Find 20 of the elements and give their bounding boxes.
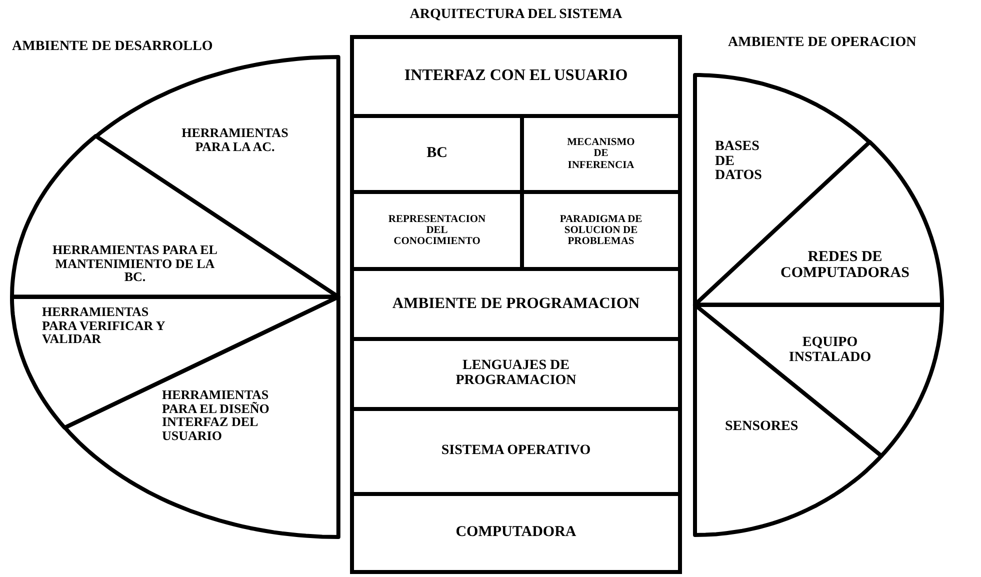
layer-label: MECANISMO DE INFERENCIA — [566, 137, 636, 171]
layer-label: COMPUTADORA — [456, 525, 576, 541]
sector-label: EQUIPO INSTALADO — [788, 336, 872, 366]
sector-label: HERRAMIENTAS PARA VERIFICAR Y VALIDAR — [42, 305, 166, 346]
sector-label: HERRAMIENTAS PARA EL DISEÑO INTERFAZ DEL USUARIO — [162, 388, 270, 443]
layer-label: PARADIGMA DE SOLUCION DE PROBLEMAS — [558, 214, 644, 248]
layer-label: BC — [426, 146, 448, 162]
layer-label: AMBIENTE DE PROGRAMACION — [392, 296, 640, 312]
sector-label: BASES DE DATOS — [715, 140, 763, 184]
sector-label: HERRAMIENTAS PARA EL MANTENIMIENTO DE LA BC. — [52, 242, 218, 284]
layer-label: SISTEMA OPERATIVO — [441, 444, 591, 459]
sector-label: REDES DE COMPUTADORAS — [780, 250, 910, 282]
section-heading: ARQUITECTURA DEL SISTEMA — [408, 8, 624, 23]
section-heading: AMBIENTE DE DESARROLLO — [12, 40, 214, 55]
sector-label: SENSORES — [725, 420, 800, 435]
layer-label: INTERFAZ CON EL USUARIO — [404, 68, 628, 85]
layer-label: LENGUAJES DE PROGRAMACION — [454, 359, 578, 389]
layer-label: REPRESENTACION DEL CONOCIMIENTO — [387, 214, 487, 248]
sector-label: HERRAMIENTAS PARA LA AC. — [180, 126, 290, 154]
section-heading: AMBIENTE DE OPERACION — [728, 36, 918, 51]
